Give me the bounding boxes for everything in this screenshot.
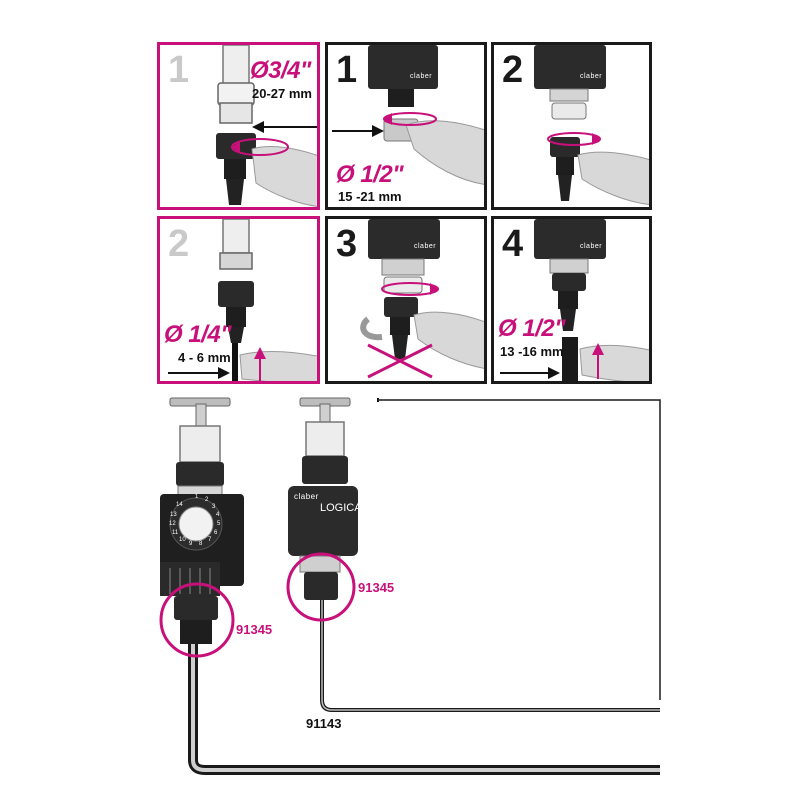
panel-step4: 4 claber Ø 1/2" 13 -16 mm [491, 216, 652, 384]
half-tube-illustration [500, 219, 649, 381]
step-number: 2 [168, 223, 190, 265]
code-right: 91345 [358, 580, 395, 595]
dial-timer [160, 494, 244, 644]
timer-connector-illustration [332, 45, 484, 185]
range-label: 20-27 mm [252, 86, 312, 101]
panel-step1-half: 1 claber Ø 1/2" 15 -21 mm [325, 42, 487, 210]
device-brand: claber [580, 243, 603, 250]
tap-left [169, 397, 231, 497]
panel-step2: 2 claber [491, 42, 652, 210]
diameter-label: Ø 1/2" [498, 315, 566, 342]
tap-adapter-illustration [216, 45, 317, 207]
dial-number: 6 [214, 530, 218, 536]
timer-adapter-illustration [534, 45, 649, 205]
diameter-label: Ø 1/4" [164, 321, 232, 348]
device-brand: claber [580, 73, 603, 80]
step-number: 1 [168, 49, 190, 91]
tubing [188, 398, 661, 775]
wrong-connection-illustration [360, 219, 484, 379]
range-label: 13 -16 mm [500, 344, 564, 359]
panel-step3: 3 claber [325, 216, 487, 384]
step-number: 4 [502, 223, 524, 265]
code-left: 91345 [236, 622, 273, 637]
dial-number: 10 [179, 537, 186, 543]
range-label: 15 -21 mm [338, 189, 402, 204]
panel-step1-three-quarter: 1 Ø3/4" 20-27 mm [157, 42, 320, 210]
tap-right [299, 397, 351, 484]
dial-number: 8 [199, 541, 203, 547]
step-number: 3 [336, 223, 358, 265]
highlight-circle-left [159, 582, 235, 658]
diameter-label: Ø3/4" [250, 57, 311, 84]
dial-number: 11 [172, 530, 179, 536]
dial-number: 7 [208, 537, 212, 543]
code-tube: 91143 [306, 716, 342, 731]
dial-number: 12 [169, 521, 176, 527]
panel-step2-quarter: 2 Ø 1/4" 4 - 6 mm [157, 216, 320, 384]
device-brand: claber [414, 243, 437, 250]
dial-number: 3 [212, 504, 216, 510]
highlight-circle-right [286, 552, 356, 622]
diameter-label: Ø 1/2" [336, 161, 404, 188]
dial-number: 13 [170, 512, 177, 518]
dial-number: 1 [195, 494, 199, 500]
quarter-tube-illustration [168, 219, 317, 381]
timer-model: LOGICA [320, 502, 362, 514]
dial-number: 2 [205, 497, 209, 503]
step-number: 1 [336, 49, 358, 91]
range-label: 4 - 6 mm [178, 350, 231, 365]
device-brand: claber [410, 73, 433, 80]
dial-numbers: 1 2 3 4 5 6 7 8 9 10 11 12 13 14 [164, 494, 230, 554]
dial-number: 9 [189, 541, 193, 547]
dial-number: 5 [217, 521, 221, 527]
dial-number: 14 [176, 502, 183, 508]
timer-brand: claber [294, 492, 319, 501]
dial-number: 4 [216, 512, 220, 518]
step-number: 2 [502, 49, 524, 91]
